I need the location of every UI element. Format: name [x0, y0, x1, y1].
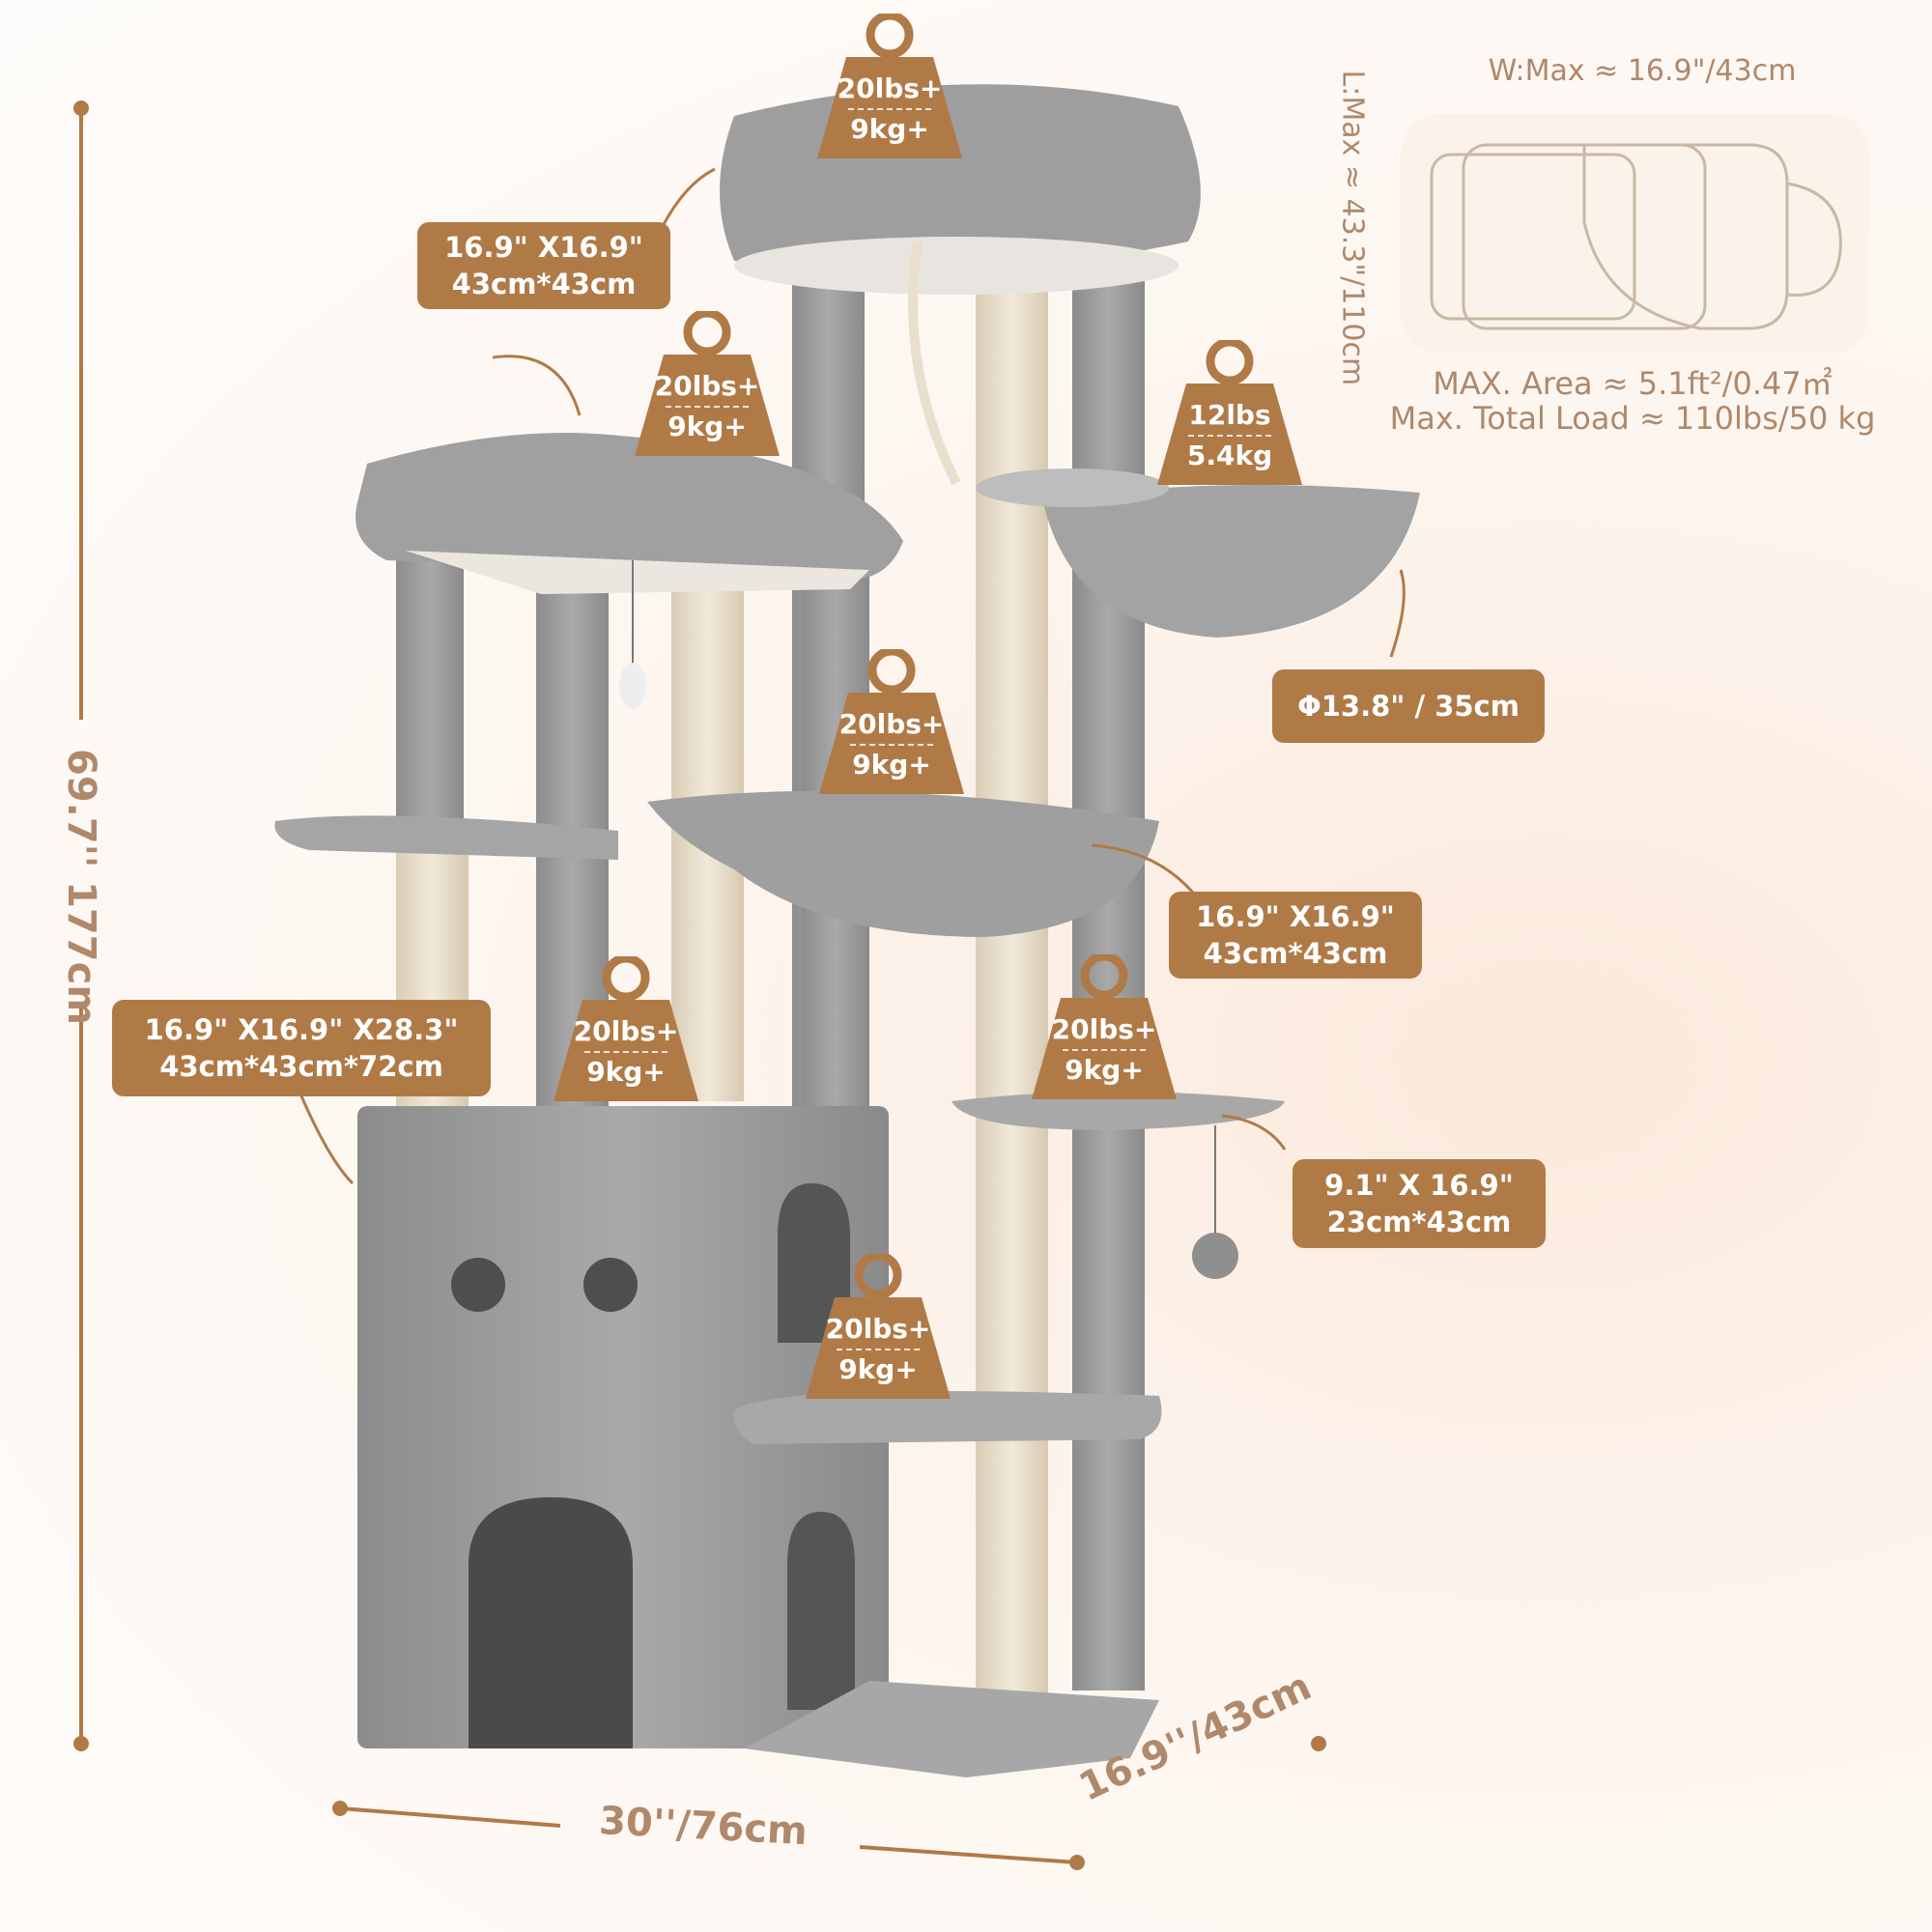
weight-condo: 20lbs+9kg+ — [554, 956, 698, 1101]
arrow-icon — [1389, 569, 1406, 658]
footprint-length: L:Max ≈ 43.3"/110cm — [1335, 70, 1370, 386]
condo-hole — [451, 1258, 505, 1312]
basket — [1043, 485, 1420, 638]
small-platform — [274, 815, 618, 860]
condo-window — [787, 1512, 855, 1710]
width-line — [859, 1845, 1078, 1864]
sisal-post — [976, 174, 1048, 1768]
footprint-load: Max. Total Load ≈ 110lbs/50 kg — [1389, 400, 1876, 437]
hammock — [647, 790, 1159, 937]
weight-step: 20lbs+9kg+ — [1032, 954, 1177, 1099]
top-perch-base — [734, 237, 1179, 295]
footprint-outline — [1786, 182, 1842, 297]
label-hammock: 16.9" X16.9"43cm*43cm — [1169, 892, 1422, 979]
width-line — [339, 1806, 561, 1828]
condo-hole — [583, 1258, 638, 1312]
label-top-perch: 16.9" X16.9"43cm*43cm — [417, 222, 670, 309]
mouse-toy — [619, 663, 646, 709]
arrow-icon — [492, 355, 582, 416]
label-basket: Φ13.8" / 35cm — [1272, 669, 1545, 743]
footprint-area: MAX. Area ≈ 5.1ft²/0.47㎡ — [1433, 365, 1833, 402]
left-perch-base — [406, 551, 869, 594]
pom-ball — [1192, 1233, 1238, 1279]
weight-platform: 20lbs+9kg+ — [806, 1254, 951, 1399]
condo-window — [778, 1183, 850, 1343]
label-condo: 16.9" X16.9" X28.3"43cm*43cm*72cm — [112, 1000, 491, 1096]
footprint-width: W:Max ≈ 16.9"/43cm — [1488, 54, 1797, 88]
label-step: 9.1" X 16.9"23cm*43cm — [1293, 1159, 1546, 1248]
height-dimension: 69.7'' 177cm — [59, 749, 103, 1025]
footprint-outline — [1430, 153, 1636, 321]
arrow-icon — [1221, 1114, 1287, 1151]
arrow-icon — [298, 1091, 355, 1185]
step-platform — [952, 1092, 1285, 1130]
weight-left-perch: 20lbs+9kg+ — [635, 311, 780, 456]
condo-door — [469, 1497, 633, 1748]
base — [744, 1681, 1159, 1777]
basket-platform — [976, 469, 1169, 507]
back-post — [396, 541, 464, 850]
arrow-icon — [1091, 843, 1200, 899]
left-perch — [355, 433, 903, 580]
weight-hammock: 20lbs+9kg+ — [819, 649, 964, 794]
weight-top: 20lbs+9kg+ — [817, 14, 962, 158]
lower-platform — [733, 1391, 1162, 1444]
footprint-outline — [1582, 143, 1789, 330]
rope-toy — [908, 241, 961, 486]
